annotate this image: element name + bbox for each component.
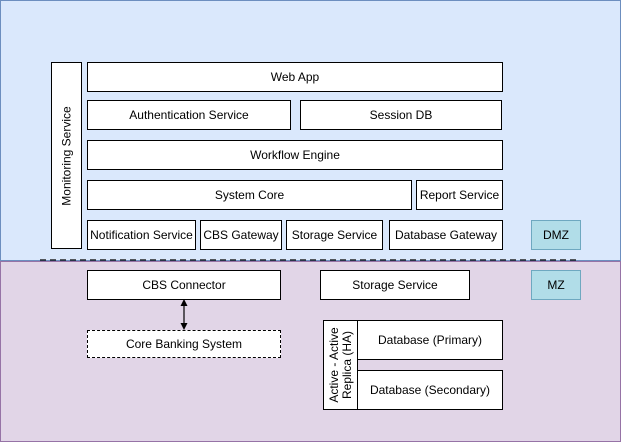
system-core-label: System Core [214,188,285,202]
cbs-gateway-label: CBS Gateway [203,228,279,242]
storage-service-mz-label: Storage Service [352,278,438,292]
authentication-service-box: Authentication Service [87,100,291,130]
core-banking-system-box: Core Banking System [87,330,281,358]
web-app-label: Web App [270,70,320,84]
mz-badge: MZ [531,270,581,300]
database-gateway-label: Database Gateway [394,228,498,242]
mz-badge-label: MZ [547,278,565,292]
notification-service-box: Notification Service [87,220,196,250]
database-secondary-label: Database (Secondary) [369,383,491,397]
storage-service-dmz-label: Storage Service [291,228,378,242]
system-core-box: System Core [87,180,412,210]
database-gateway-box: Database Gateway [389,220,503,250]
web-app-box: Web App [87,62,503,92]
dmz-zone [0,0,621,261]
arrowhead-down-icon [180,323,188,330]
cbs-gateway-box: CBS Gateway [200,220,282,250]
cbs-connector-box: CBS Connector [87,270,281,300]
arrowhead-up-icon [180,299,188,306]
replica-label: Active - Active Replica (HA) [326,327,354,403]
session-db-box: Session DB [300,100,502,130]
workflow-engine-label: Workflow Engine [250,148,340,162]
report-service-label: Report Service [419,188,500,202]
workflow-engine-box: Workflow Engine [87,140,503,170]
dmz-badge-label: DMZ [543,228,569,242]
replica-group-box: Active - Active Replica (HA) [323,320,358,410]
storage-service-dmz-box: Storage Service [286,220,383,250]
report-service-box: Report Service [416,180,503,210]
monitoring-service-box: Monitoring Service [51,62,82,249]
database-primary-box: Database (Primary) [357,320,503,360]
dmz-badge: DMZ [531,220,581,250]
replica-label-line2: Replica (HA) [339,330,354,400]
monitoring-service-label: Monitoring Service [59,105,73,206]
database-primary-label: Database (Primary) [377,333,483,347]
core-banking-system-label: Core Banking System [125,337,243,351]
database-secondary-box: Database (Secondary) [357,370,503,410]
session-db-label: Session DB [369,108,433,122]
notification-service-label: Notification Service [90,228,193,242]
replica-label-line1: Active - Active [326,327,341,403]
storage-service-mz-box: Storage Service [320,270,470,300]
authentication-service-label: Authentication Service [129,108,249,122]
cbs-connector-label: CBS Connector [142,278,226,292]
